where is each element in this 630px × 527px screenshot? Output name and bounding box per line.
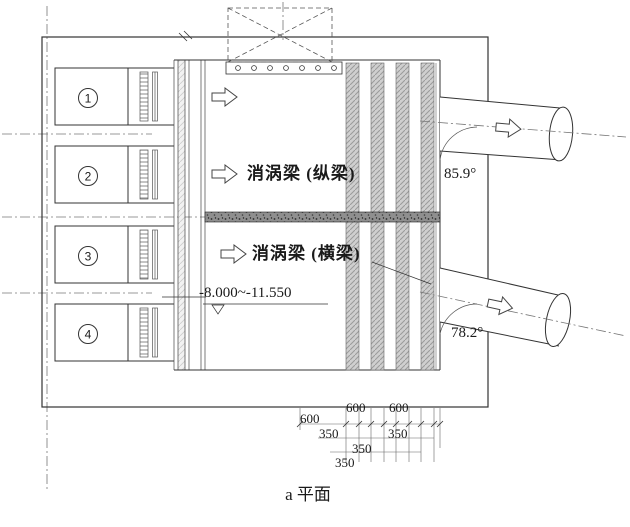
bay-number-circle-2 bbox=[78, 166, 98, 186]
angle-label-top: 85.9° bbox=[444, 166, 477, 182]
flow-arrow-icon bbox=[486, 295, 514, 316]
intake-bays: 1 2 3 4 bbox=[54, 67, 174, 362]
flow-arrows bbox=[211, 87, 522, 316]
dim-label-350-3: 350 bbox=[352, 441, 372, 456]
walkway-beam bbox=[225, 61, 343, 75]
bay-number-1: 1 bbox=[85, 92, 92, 106]
pipe-axes bbox=[419, 120, 627, 337]
bay-number-2: 2 bbox=[85, 170, 92, 184]
screen-wall bbox=[173, 60, 206, 370]
trash-racks bbox=[139, 71, 158, 358]
bay-number-3: 3 bbox=[85, 250, 92, 264]
transverse-beam-label: 消涡梁 (横梁) bbox=[252, 244, 361, 263]
flow-arrow-icon bbox=[220, 244, 247, 264]
elevation-marker bbox=[162, 261, 432, 315]
flow-arrow-icon bbox=[495, 118, 522, 139]
bay-number-circle-4 bbox=[78, 324, 98, 344]
flow-arrow-icon bbox=[211, 87, 238, 107]
longitudinal-beam bbox=[204, 211, 441, 223]
dim-label-600-2: 600 bbox=[346, 400, 366, 415]
angle-label-bottom: 78.2° bbox=[451, 325, 484, 341]
elevation-label: -8.000~-11.550 bbox=[199, 285, 292, 301]
outer-wall-frame bbox=[41, 30, 489, 408]
longitudinal-beam-label: 消涡梁 (纵梁) bbox=[247, 164, 356, 183]
bay-2: 2 bbox=[54, 145, 174, 204]
dim-label-350-4: 350 bbox=[335, 455, 355, 470]
dimension-lines bbox=[296, 408, 444, 462]
hoist-opening-dashed-box bbox=[227, 7, 333, 63]
bay-4: 4 bbox=[54, 303, 174, 362]
dim-label-600-1: 600 bbox=[300, 411, 320, 426]
figure-caption: a 平面 bbox=[285, 485, 331, 504]
dim-label-350-1: 350 bbox=[319, 426, 339, 441]
water-level-icon bbox=[211, 304, 225, 315]
bay-3: 3 bbox=[54, 225, 174, 284]
bay-1: 1 bbox=[54, 67, 174, 126]
bay-number-4: 4 bbox=[85, 328, 92, 342]
dim-label-600-3: 600 bbox=[389, 400, 409, 415]
bay-number-circle-1 bbox=[78, 88, 98, 108]
angle-arcs bbox=[439, 126, 478, 335]
bay-number-circle-3 bbox=[78, 246, 98, 266]
dim-label-350-2: 350 bbox=[388, 426, 408, 441]
flow-arrow-icon bbox=[211, 164, 238, 184]
